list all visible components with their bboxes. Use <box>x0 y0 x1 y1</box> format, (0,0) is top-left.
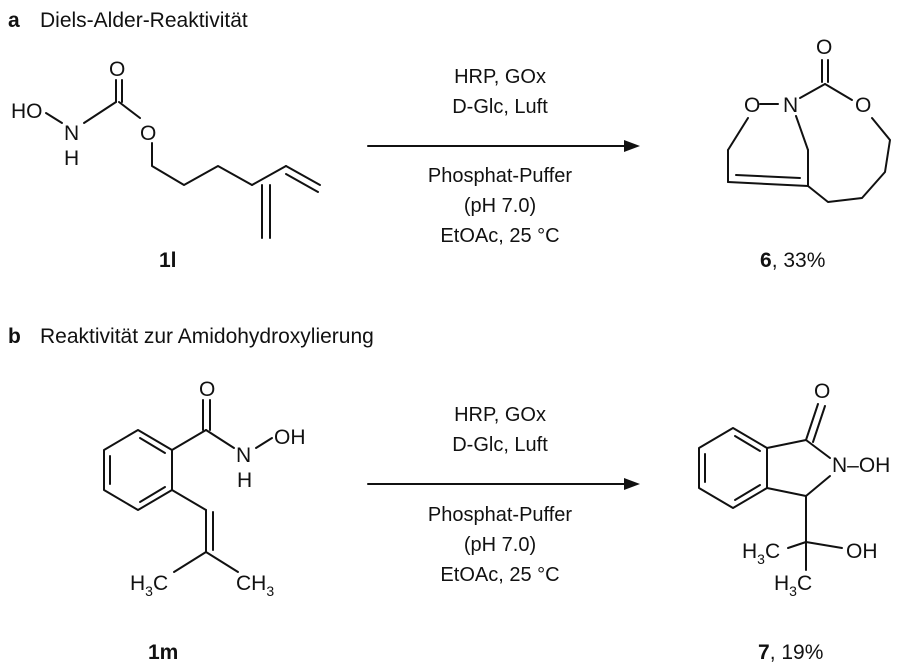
bond-n-ch <box>805 475 831 497</box>
product-6-yield: , 33% <box>772 249 826 272</box>
solvent-a-line3: EtOAc, 25 °C <box>440 225 559 247</box>
reagents-b-line1: HRP, GOx <box>454 404 546 426</box>
product-7-yield: , 19% <box>770 641 824 663</box>
bond-c-o-ester <box>824 83 853 101</box>
bond-cq-oh <box>805 541 843 549</box>
atom-oh: OH <box>846 540 878 563</box>
atom-o-ester: O <box>855 94 871 117</box>
section-b-letter: b <box>8 325 21 348</box>
section-a-letter: a <box>8 9 20 32</box>
benzene-ring <box>103 429 173 511</box>
bond-n-o <box>255 437 273 449</box>
ch3-sub: 3 <box>266 583 274 599</box>
bond-c-vinyl <box>251 165 287 186</box>
bond-n-ch2 <box>795 115 809 151</box>
product-6-structure: O O N O <box>727 36 891 203</box>
atom-h: H <box>237 469 252 492</box>
product-7-id: 7 <box>758 641 770 663</box>
bond-ring-c <box>171 429 207 451</box>
aromatic-bond-3 <box>734 484 761 501</box>
compound-id-6: 6, 33% <box>760 249 825 272</box>
atom-n: N <box>236 444 251 467</box>
section-b-title: Reaktivität zur Amidohydroxylierung <box>40 325 374 348</box>
reagents-a-line1: HRP, GOx <box>454 66 546 88</box>
reagents-b-d-prefix: D <box>452 434 466 456</box>
bond-ch-ring <box>766 487 807 497</box>
arrow-head-a <box>624 140 640 152</box>
bond-c-o-ester <box>118 101 141 119</box>
atom-o-carbonyl: O <box>109 58 125 81</box>
bond-cq-ch3-top <box>787 541 807 549</box>
bond-c-n <box>205 429 235 449</box>
atom-ho: HO <box>11 100 43 123</box>
h3c1-sub: 3 <box>757 551 765 567</box>
atom-o-ring: O <box>744 94 760 117</box>
h3c-sub: 3 <box>145 583 153 599</box>
compound-id-1m: 1m <box>148 641 178 663</box>
h3c1-c: C <box>765 540 780 563</box>
solvent-a-line1: Phosphat-Puffer <box>428 165 573 187</box>
atom-ch3: CH3 <box>236 572 274 599</box>
h3c-c: C <box>153 572 168 595</box>
reactant-1l-structure: HO N H O O <box>11 58 321 239</box>
h3c1-h: H <box>742 540 757 563</box>
benzene-ring <box>698 427 768 509</box>
atom-h: H <box>64 147 79 170</box>
bond-c-o-double-2 <box>812 405 826 443</box>
atom-o-ester: O <box>140 122 156 145</box>
h3c2-h: H <box>774 572 789 595</box>
bond-c-n <box>805 439 831 459</box>
reagents-a-glc: -Glc, Luft <box>467 96 549 118</box>
reagents-a-d-prefix: D <box>452 96 466 118</box>
atom-o-carbonyl: O <box>816 36 832 59</box>
atom-n: N <box>783 94 798 117</box>
bond-alkyl-chain <box>151 142 253 186</box>
atom-h3c-top: H3C <box>742 540 780 567</box>
aromatic-bond-3 <box>139 486 166 503</box>
atom-h3c-bottom: H3C <box>774 572 812 599</box>
h3c-h: H <box>130 572 145 595</box>
reactant-1m-structure: O N H OH H3C CH3 <box>103 378 306 599</box>
aromatic-bond-2 <box>734 435 761 452</box>
bond-c-ch3-right <box>205 551 239 573</box>
bond-alkene-1 <box>727 181 809 187</box>
reagents-a-line2: D-Glc, Luft <box>452 96 548 118</box>
bond-ring-chain <box>807 117 891 203</box>
bond-ring-carbonyl <box>766 439 807 449</box>
compound-id-1l: 1l <box>159 249 177 272</box>
h3c2-c: C <box>797 572 812 595</box>
arrow-head-b <box>624 478 640 490</box>
bond-n-c <box>799 83 826 99</box>
atom-o-carbonyl: O <box>814 380 830 403</box>
bond-vinyl-1 <box>285 165 321 186</box>
compound-id-7: 7, 19% <box>758 641 823 663</box>
reagents-b-glc: -Glc, Luft <box>467 434 549 456</box>
bond-c-ch3-left <box>173 551 207 573</box>
solvent-a-line2: (pH 7.0) <box>464 195 536 217</box>
product-7-structure: O N–OH H3C OH H3C <box>698 380 890 599</box>
atom-h3c: H3C <box>130 572 168 599</box>
product-6-id: 6 <box>760 249 772 272</box>
bond-o-n <box>45 112 63 124</box>
solvent-b-line1: Phosphat-Puffer <box>428 504 573 526</box>
ch3-ch: CH <box>236 572 266 595</box>
bond-alkene-2 <box>735 174 801 179</box>
atom-n-oh: N–OH <box>832 454 890 477</box>
bond-ch2-o <box>727 117 749 151</box>
solvent-b-line2: (pH 7.0) <box>464 534 536 556</box>
h3c2-sub: 3 <box>789 583 797 599</box>
atom-o-carbonyl: O <box>199 378 215 401</box>
bond-ring-vinyl <box>171 489 207 511</box>
bond-n-c <box>83 101 117 124</box>
atom-oh: OH <box>274 426 306 449</box>
section-a-title: Diels-Alder-Reaktivität <box>40 9 248 32</box>
solvent-b-line3: EtOAc, 25 °C <box>440 564 559 586</box>
aromatic-bond-2 <box>139 437 166 454</box>
bond-c-o-double-1 <box>805 403 819 441</box>
atom-n: N <box>64 122 79 145</box>
reagents-b-line2: D-Glc, Luft <box>452 434 548 456</box>
bond-vinyl-2 <box>285 173 319 193</box>
